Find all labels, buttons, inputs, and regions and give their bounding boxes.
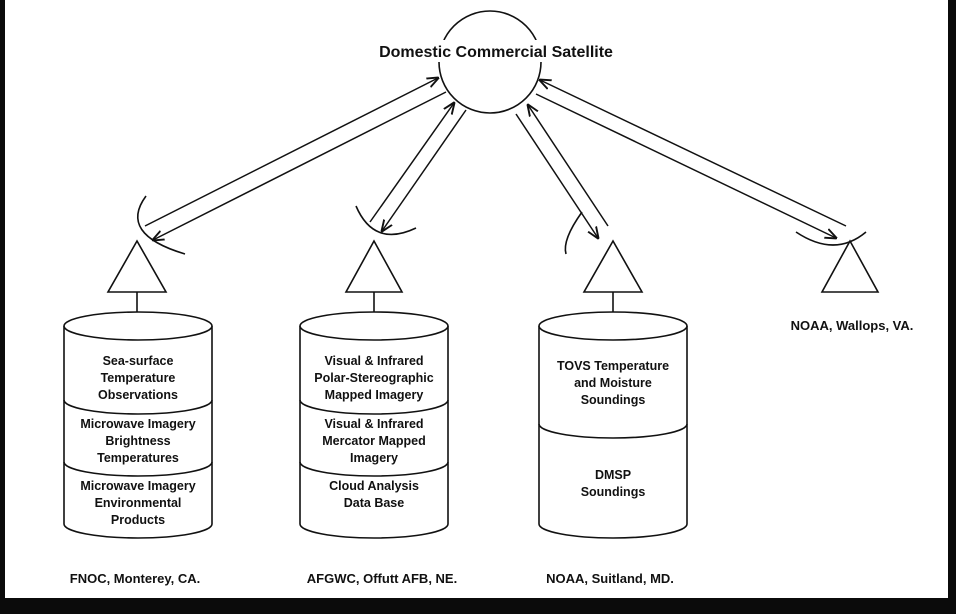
uplink-arrow-afgwc <box>369 103 454 223</box>
downlink-arrow-fnoc <box>153 91 447 240</box>
dish-icon <box>795 231 867 246</box>
satellite-label: Domestic Commercial Satellite <box>379 44 613 61</box>
cell-line: Products <box>111 513 165 527</box>
cell-line: DMSP <box>595 468 631 482</box>
cell-line: Observations <box>98 388 178 402</box>
cell-line: Microwave Imagery <box>80 479 195 493</box>
cylinder-divider <box>63 399 213 415</box>
dish-icon <box>355 205 417 236</box>
cell-line: Cloud Analysis <box>329 479 419 493</box>
cylinder-divider <box>299 399 449 415</box>
cylinder-top <box>538 311 688 341</box>
database-afgwc-text: Visual & Infrared Polar-Stereographic Ma… <box>314 354 434 510</box>
cell-line: Microwave Imagery <box>80 417 195 431</box>
cell-line: Data Base <box>344 496 404 510</box>
cell-line: Imagery <box>350 451 398 465</box>
dish-icon <box>564 211 583 255</box>
cell-line: Soundings <box>581 485 646 499</box>
antenna-fnoc <box>106 195 186 293</box>
cylinder-body <box>299 326 449 539</box>
antenna-noaa-wallops <box>795 231 880 293</box>
uplink-arrow-suitland <box>528 105 609 227</box>
cylinder-divider <box>63 461 213 477</box>
database-afgwc <box>299 311 449 539</box>
cylinder-top <box>63 311 213 341</box>
cell-line: Sea-surface <box>103 354 174 368</box>
antenna-afgwc <box>344 205 417 293</box>
antenna-mast-icon <box>106 239 168 293</box>
cell-line: Polar-Stereographic <box>314 371 434 385</box>
antenna-mast-icon <box>582 239 644 293</box>
station-label-wallops: NOAA, Wallops, VA. <box>791 318 914 333</box>
antenna-noaa-suitland <box>564 211 644 293</box>
downlink-arrow-wallops <box>535 93 836 238</box>
cell-line: and Moisture <box>574 376 652 390</box>
database-suitland <box>538 311 688 539</box>
cylinder-top <box>299 311 449 341</box>
cell-line: Temperature <box>101 371 176 385</box>
cell-line: TOVS Temperature <box>557 359 669 373</box>
cylinder-body <box>538 326 688 539</box>
satellite: Domestic Commercial Satellite <box>358 10 626 114</box>
cell-line: Temperatures <box>97 451 179 465</box>
link-fnoc <box>144 78 447 240</box>
cell-line: Visual & Infrared <box>324 417 423 431</box>
antenna-mast-icon <box>344 239 404 293</box>
database-fnoc-text: Sea-surface Temperature Observations Mic… <box>80 354 195 527</box>
antenna-mast-icon <box>820 239 880 293</box>
database-fnoc <box>63 311 213 539</box>
cylinder-divider <box>299 461 449 477</box>
downlink-arrow-suitland <box>515 113 598 238</box>
cylinder-divider <box>538 423 688 439</box>
downlink-arrow-afgwc <box>382 109 467 231</box>
cell-line: Mapped Imagery <box>325 388 424 402</box>
satellite-label-backdrop <box>358 40 626 62</box>
link-afgwc <box>369 103 467 231</box>
cylinder-body <box>63 326 213 539</box>
uplink-arrow-wallops <box>540 80 847 227</box>
database-suitland-text: TOVS Temperature and Moisture Soundings … <box>557 359 669 499</box>
station-label-suitland: NOAA, Suitland, MD. <box>546 571 674 586</box>
cell-line: Visual & Infrared <box>324 354 423 368</box>
cell-line: Brightness <box>105 434 170 448</box>
link-noaa-wallops <box>535 80 847 238</box>
dish-icon <box>136 195 186 255</box>
cell-line: Environmental <box>95 496 182 510</box>
station-label-fnoc: FNOC, Monterey, CA. <box>70 571 201 586</box>
station-label-afgwc: AFGWC, Offutt AFB, NE. <box>307 571 457 586</box>
uplink-arrow-fnoc <box>144 78 438 227</box>
cell-line: Soundings <box>581 393 646 407</box>
cell-line: Mercator Mapped <box>322 434 426 448</box>
link-noaa-suitland <box>515 105 609 238</box>
